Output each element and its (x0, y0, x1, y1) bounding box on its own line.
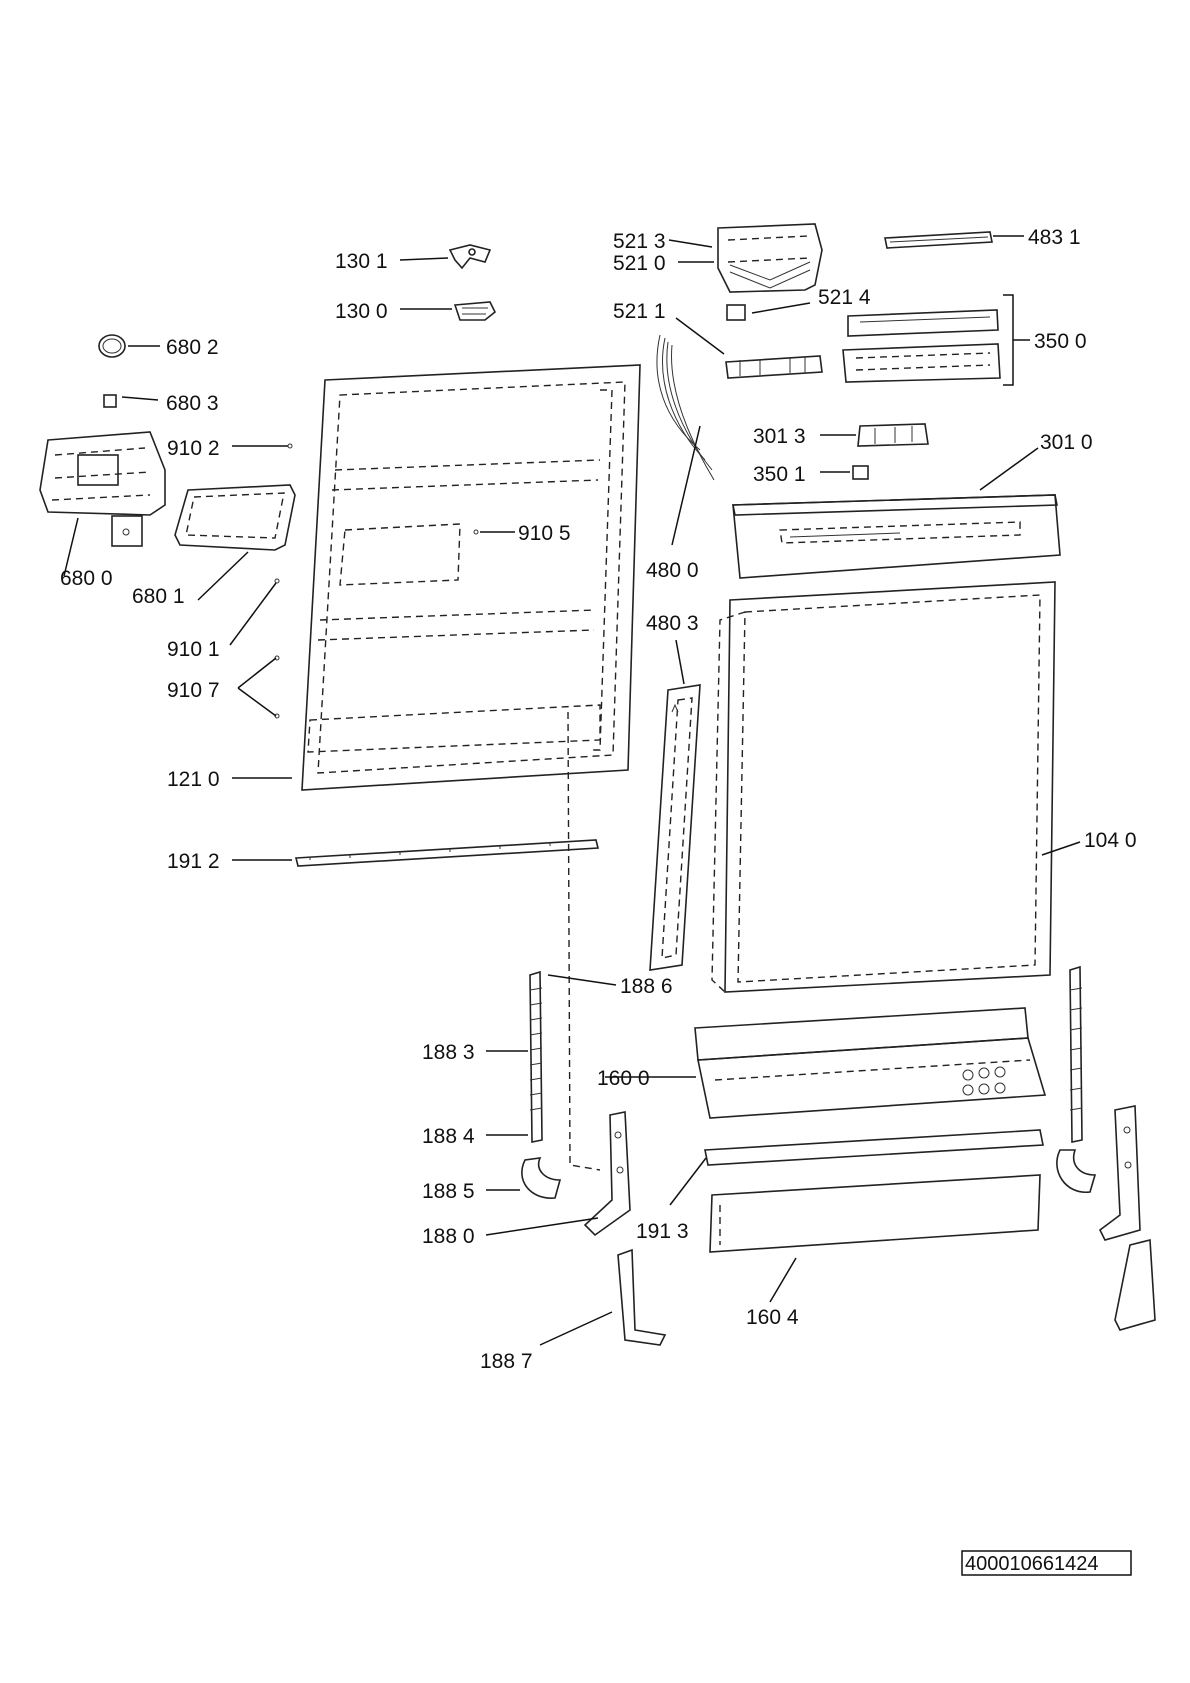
label-483-1: 483 1 (1028, 226, 1081, 249)
part-104-0 (711, 581, 1056, 993)
label-188-7: 188 7 (480, 1350, 533, 1373)
part-160-0 (694, 1007, 1047, 1119)
drawing-code-text: 400010661424 (965, 1553, 1098, 1575)
part-301-3 (857, 423, 929, 447)
part-188-3 (529, 970, 543, 1143)
part-191-2 (294, 839, 600, 867)
drawing-code: 400010661424 (961, 1550, 1132, 1576)
label-188-0: 188 0 (422, 1225, 475, 1248)
label-910-7: 910 7 (167, 679, 220, 702)
label-130-0: 130 0 (335, 300, 388, 323)
label-121-0: 121 0 (167, 768, 220, 791)
label-104-0: 104 0 (1084, 829, 1137, 852)
label-188-4: 188 4 (422, 1125, 475, 1148)
label-680-1: 680 1 (132, 585, 185, 608)
label-160-4: 160 4 (746, 1306, 799, 1329)
label-160-0: 160 0 (597, 1067, 650, 1090)
part-350-0 (842, 294, 1014, 386)
label-480-3: 480 3 (646, 612, 699, 635)
label-521-4: 521 4 (818, 286, 871, 309)
part-188-5 (521, 1157, 562, 1199)
part-188-0 (583, 1111, 631, 1237)
right-hinge-assembly (1056, 965, 1156, 1331)
part-301-0 (732, 494, 1061, 579)
label-680-3: 680 3 (166, 392, 219, 415)
label-188-6: 188 6 (620, 975, 673, 998)
part-680-3 (103, 394, 117, 408)
part-483-1 (884, 231, 993, 249)
part-130-1 (448, 244, 492, 270)
label-301-3: 301 3 (753, 425, 806, 448)
label-130-1: 130 1 (335, 250, 388, 273)
label-680-0: 680 0 (60, 567, 113, 590)
part-350-1 (852, 465, 869, 480)
part-121-0 (301, 364, 641, 791)
label-350-0: 350 0 (1034, 330, 1087, 353)
part-521-1 (725, 355, 823, 379)
label-480-0: 480 0 (646, 559, 699, 582)
label-350-1: 350 1 (753, 463, 806, 486)
guide-line (567, 711, 601, 1171)
part-191-3 (704, 1129, 1044, 1166)
leader-lines (63, 235, 1081, 1346)
label-521-0: 521 0 (613, 252, 666, 275)
part-521-4 (726, 304, 746, 321)
part-680-2 (98, 334, 126, 358)
label-910-2: 910 2 (167, 437, 220, 460)
part-160-4 (709, 1174, 1041, 1253)
part-480-0 (656, 334, 715, 481)
label-191-2: 191 2 (167, 850, 220, 873)
part-680-1 (174, 484, 296, 551)
part-521-0 (717, 223, 823, 293)
label-191-3: 191 3 (636, 1220, 689, 1243)
label-188-5: 188 5 (422, 1180, 475, 1203)
label-521-1: 521 1 (613, 300, 666, 323)
label-910-5: 910 5 (518, 522, 571, 545)
label-188-3: 188 3 (422, 1041, 475, 1064)
part-680-0 (39, 431, 166, 547)
label-301-0: 301 0 (1040, 431, 1093, 454)
part-188-7 (617, 1248, 667, 1346)
part-480-3 (649, 684, 701, 971)
part-130-0 (453, 301, 497, 321)
label-910-1: 910 1 (167, 638, 220, 661)
label-680-2: 680 2 (166, 336, 219, 359)
label-521-3: 521 3 (613, 230, 666, 253)
